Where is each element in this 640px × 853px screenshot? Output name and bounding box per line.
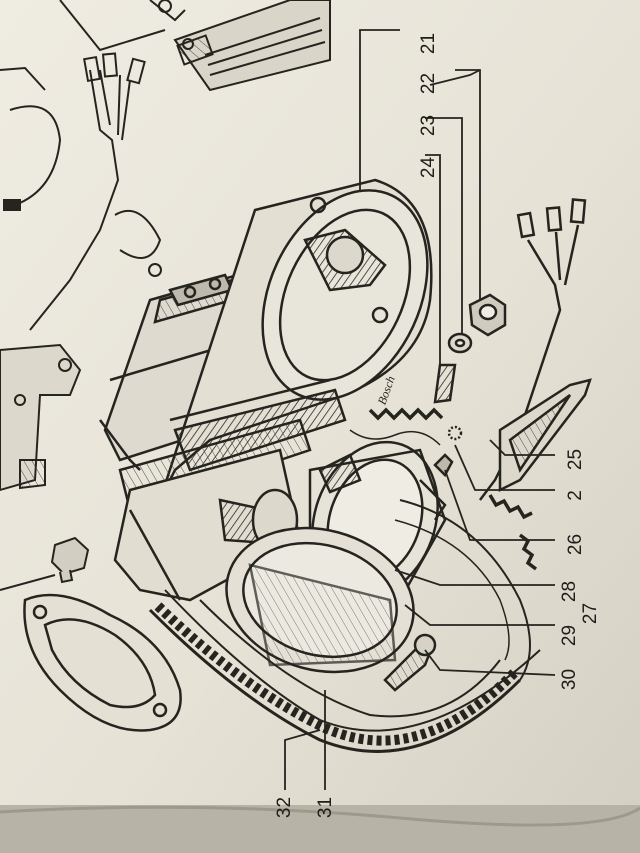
nut-washer-stud	[433, 293, 507, 478]
wiring-harness-left	[0, 0, 166, 331]
callout-32: 32	[274, 796, 296, 819]
callout-2: 2	[564, 490, 586, 501]
leader-lines	[284, 29, 556, 790]
bolt-left	[0, 536, 90, 591]
callout-21: 21	[418, 32, 440, 55]
mounting-bracket-left	[0, 343, 82, 492]
regulator-box	[149, 0, 331, 92]
callout-26: 26	[565, 533, 587, 556]
callout-31: 31	[315, 796, 337, 819]
gasket-plate	[23, 593, 182, 732]
callout-24: 24	[418, 156, 440, 179]
socket-screw	[383, 633, 437, 692]
plastic-sleeve-edge	[0, 805, 640, 827]
callout-22: 22	[418, 72, 440, 95]
callout-23: 23	[418, 114, 440, 137]
callout-25: 25	[565, 448, 587, 471]
callout-27: 27	[580, 602, 602, 625]
callout-29: 29	[559, 624, 581, 647]
end-flange	[225, 526, 415, 674]
callout-30: 30	[559, 668, 581, 691]
callout-28: 28	[559, 580, 581, 603]
cable-assembly-right	[479, 198, 592, 501]
